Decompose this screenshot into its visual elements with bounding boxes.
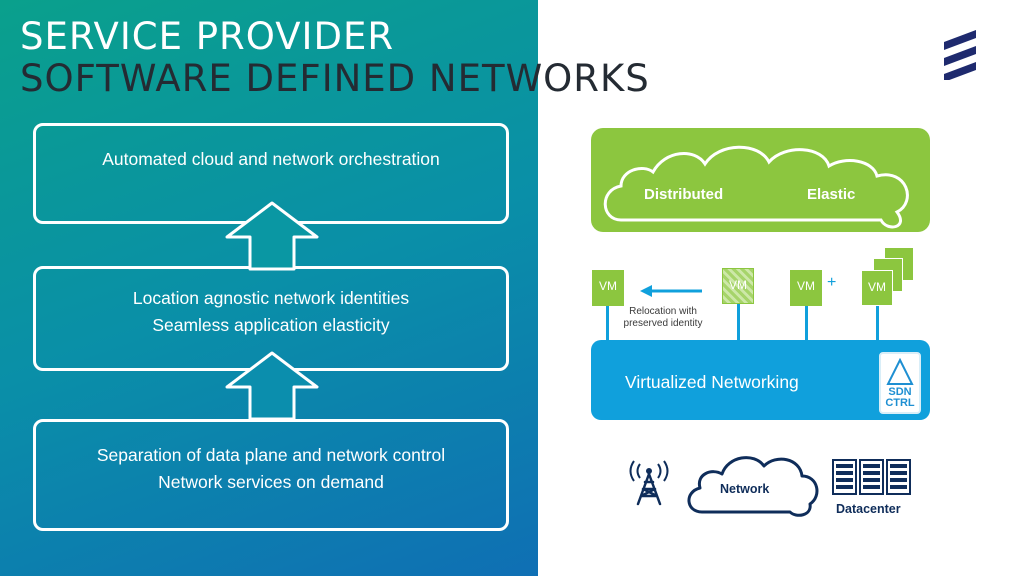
vm4-connector [876,304,879,342]
vm-relocated-label: VM [599,279,617,293]
sdn-controller-label: SDN CTRL [881,387,919,409]
left-panel [0,0,538,576]
vm-scaled-label: VM [868,280,886,294]
distributed-label: Distributed [644,186,724,203]
relocation-text: Relocation with preserved identity [623,306,703,329]
vm3-connector [805,304,808,342]
distributed-elastic-cloud: Distributed Elastic [591,128,930,232]
sdn-controller: SDN CTRL [879,352,921,414]
cloud-outline-icon [603,145,909,229]
vm2-connector [737,304,740,342]
identity-text-2: Seamless application elasticity [152,315,390,335]
title-line-2: SOFTWARE DEFINED NETWORKS [20,57,650,100]
elastic-label: Elastic [807,186,856,203]
vm1-connector [606,304,609,342]
triangle-icon [886,358,914,385]
title-line-1: SERVICE PROVIDER [20,15,395,58]
vm-single-label: VM [797,279,815,293]
datacenter-label: Datacenter [836,502,901,516]
sdn-line-1: SDN [888,386,912,398]
identity-text-1: Location agnostic network identities [132,288,410,308]
slide-title: SERVICE PROVIDER SOFTWARE DEFINED NETWOR… [20,16,650,100]
vm-original-position: VM [722,268,754,304]
sdn-line-2: CTRL [885,397,915,409]
virtualized-networking-box: Virtualized Networking [591,340,930,420]
plus-sign: + [827,274,837,291]
orchestration-text: Automated cloud and network orchestratio… [102,149,440,169]
network-cloud-icon [687,456,819,517]
relocation-arrow-icon [640,285,702,297]
separation-box: Separation of data plane and network con… [33,419,509,531]
separation-text-2: Network services on demand [158,472,384,492]
network-label: Network [720,482,770,496]
virtualized-networking-label: Virtualized Networking [625,372,799,392]
antenna-tower-icon [629,460,669,506]
ericsson-logo-icon [944,30,976,80]
vm-original-label: VM [729,278,747,292]
vm-relocated: VM [592,270,624,306]
up-arrow-icon-lower [225,351,319,421]
vm-single: VM [790,270,822,306]
vm-scaled: VM [861,270,893,306]
up-arrow-icon-upper [225,201,319,271]
server-rack-icon [832,459,911,495]
separation-text-1: Separation of data plane and network con… [96,445,446,465]
